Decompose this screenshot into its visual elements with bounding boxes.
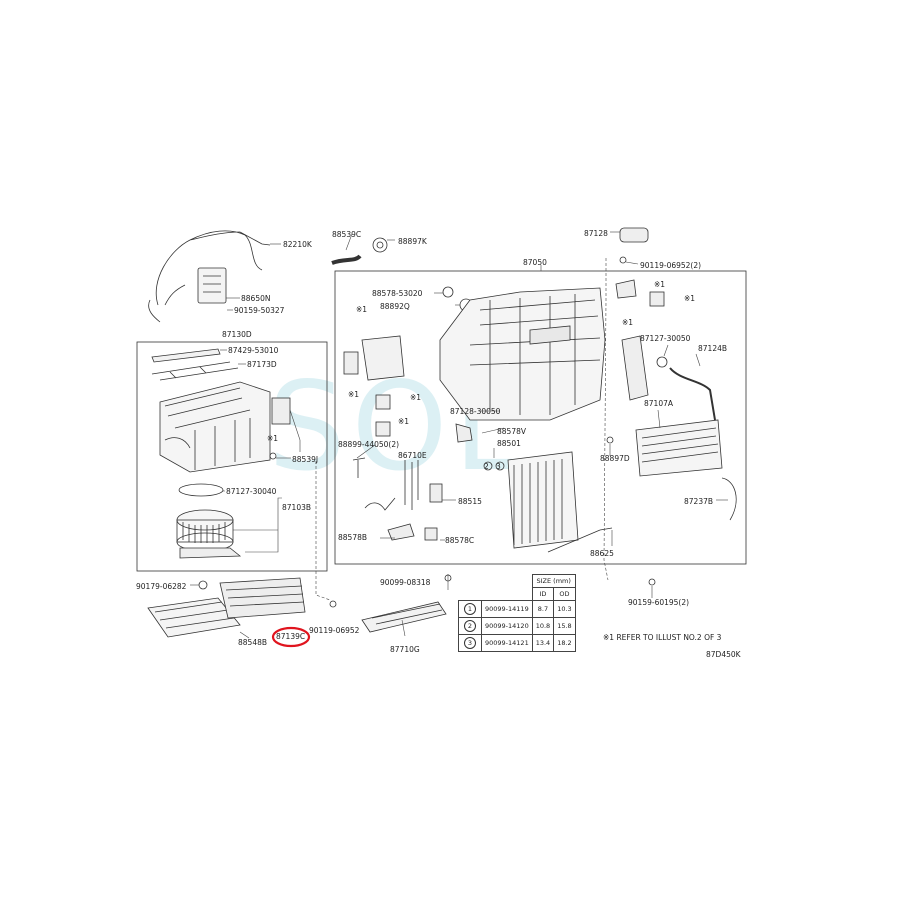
row-number: 3 xyxy=(464,637,476,649)
label-90099-08318: 90099-08318 xyxy=(380,578,431,587)
label-87429-53010: 87429-53010 xyxy=(228,346,279,355)
size-header: SIZE (mm) xyxy=(531,574,576,588)
hose-size-table: SIZE (mm) ID OD 1 90099-14119 8.7 10.3 2… xyxy=(458,574,576,652)
callout-circle-2: 2 xyxy=(484,462,489,471)
label-87127-30050: 87127-30050 xyxy=(640,334,691,343)
size-table-subheader-row: ID OD xyxy=(459,587,576,601)
label-88897K: 88897K xyxy=(398,237,427,246)
left-assembly-frame xyxy=(136,341,328,572)
label-90159-60195: 90159-60195(2) xyxy=(628,598,690,607)
label-82210K: 82210K xyxy=(283,240,312,249)
note-mark-g: ※1 xyxy=(684,294,696,303)
note-mark-d: ※1 xyxy=(410,393,422,402)
table-row: 1 90099-14119 8.7 10.3 xyxy=(458,600,576,618)
label-87128: 87128 xyxy=(584,229,608,238)
row-part: 90099-14119 xyxy=(481,600,533,618)
table-row: 2 90099-14120 10.8 15.8 xyxy=(458,617,576,635)
row-part: 90099-14120 xyxy=(481,617,533,635)
callout-circle-3: 3 xyxy=(496,462,501,471)
row-id: 13.4 xyxy=(531,634,555,652)
row-number: 2 xyxy=(464,620,476,632)
diagram-code: 87D450K xyxy=(706,650,741,659)
label-88578V: 88578V xyxy=(497,427,526,436)
row-id: 10.8 xyxy=(531,617,555,635)
label-88892Q: 88892Q xyxy=(380,302,410,311)
size-table-header-row: SIZE (mm) xyxy=(459,574,576,588)
label-87237B: 87237B xyxy=(684,497,714,506)
label-88897D: 88897D xyxy=(600,454,630,463)
note-mark-b: ※1 xyxy=(356,305,368,314)
row-part: 90099-14121 xyxy=(481,634,533,652)
note-mark-f: ※1 xyxy=(654,280,666,289)
size-col-od: OD xyxy=(553,587,576,601)
label-90179-06282: 90179-06282 xyxy=(136,582,187,591)
note-mark-a: ※1 xyxy=(267,434,279,443)
label-87130D: 87130D xyxy=(222,330,252,339)
row-od: 10.3 xyxy=(553,600,576,618)
label-87128-30050: 87128-30050 xyxy=(450,407,501,416)
note-mark-e: ※1 xyxy=(398,417,410,426)
label-87173D: 87173D xyxy=(247,360,277,369)
label-88548B: 88548B xyxy=(238,638,268,647)
label-87124B: 87124B xyxy=(698,344,728,353)
label-88515: 88515 xyxy=(458,497,482,506)
label-90159-50327: 90159-50327 xyxy=(234,306,285,315)
note-mark-h: ※1 xyxy=(622,318,634,327)
row-od: 15.8 xyxy=(553,617,576,635)
label-87107A: 87107A xyxy=(644,399,673,408)
label-88539J: 88539J xyxy=(292,455,319,464)
right-assembly-frame xyxy=(334,270,747,565)
refer-note: ※1 REFER TO ILLUST NO.2 OF 3 xyxy=(603,633,722,642)
label-87103B: 87103B xyxy=(282,503,312,512)
row-number: 1 xyxy=(464,603,476,615)
label-88578-53020: 88578-53020 xyxy=(372,289,423,298)
label-87050: 87050 xyxy=(523,258,547,267)
label-88501: 88501 xyxy=(497,439,521,448)
label-88539C: 88539C xyxy=(332,230,362,239)
note-mark-c: ※1 xyxy=(348,390,360,399)
size-col-id: ID xyxy=(531,587,555,601)
label-88625: 88625 xyxy=(590,549,614,558)
label-87127-30040: 87127-30040 xyxy=(226,487,277,496)
label-87139C: 87139C xyxy=(276,632,306,641)
highlight-ring xyxy=(271,626,311,648)
label-90119-06952-2: 90119-06952(2) xyxy=(640,261,702,270)
label-88650N: 88650N xyxy=(241,294,271,303)
label-87710G: 87710G xyxy=(390,645,420,654)
table-row: 3 90099-14121 13.4 18.2 xyxy=(458,634,576,652)
label-88899-44050: 88899-44050(2) xyxy=(338,440,400,449)
label-90119-06952: 90119-06952 xyxy=(309,626,360,635)
row-od: 18.2 xyxy=(553,634,576,652)
row-id: 8.7 xyxy=(531,600,555,618)
label-86710E: 86710E xyxy=(398,451,427,460)
label-88578C: 88578C xyxy=(445,536,475,545)
label-88578B: 88578B xyxy=(338,533,368,542)
